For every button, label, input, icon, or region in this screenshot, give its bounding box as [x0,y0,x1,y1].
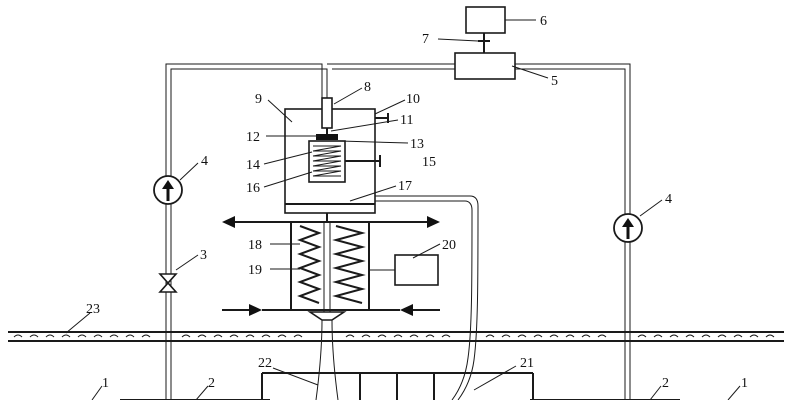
arrow-in-right [400,304,440,316]
arrow-out-right [400,216,440,228]
spring-16 [312,145,342,177]
unit-5 [454,52,516,80]
ground-band-23 [8,331,784,342]
label-13: 13 [410,137,424,152]
label-2-right: 2 [662,376,669,391]
pump-left-icon [153,175,183,205]
label-15: 15 [422,155,436,170]
label-17: 17 [398,179,412,194]
unit-6 [465,6,506,34]
label-4-left: 4 [201,154,208,169]
label-6: 6 [540,14,547,29]
label-8: 8 [364,80,371,95]
lower-box [261,372,534,400]
arrow-out-left [222,216,262,228]
spring-19-right [332,225,366,304]
label-7: 7 [422,32,429,47]
label-18: 18 [248,238,262,253]
pump-right-icon [613,213,643,243]
label-9: 9 [255,92,262,107]
label-4-right: 4 [665,192,672,207]
unit-20 [394,254,439,286]
label-1-right: 1 [741,376,748,391]
nozzle [307,311,347,321]
label-19: 19 [248,263,262,278]
label-1-left: 1 [102,376,109,391]
pipe-right-loop [327,63,631,400]
spring-18-left [297,225,322,304]
valve-3-icon [158,273,178,293]
label-10: 10 [406,92,420,107]
label-23: 23 [86,302,100,317]
label-20: 20 [442,238,456,253]
label-5: 5 [551,74,558,89]
pipe-left-loop [165,63,328,400]
label-14: 14 [246,158,260,173]
rod-8 [321,97,333,129]
nozzle-jet [315,319,323,400]
label-12: 12 [246,130,260,145]
plate-13 [316,134,338,140]
label-21: 21 [520,356,534,371]
label-11: 11 [400,113,413,128]
label-16: 16 [246,181,260,196]
label-22: 22 [258,356,272,371]
arrow-in-left [222,304,262,316]
label-2-left: 2 [208,376,215,391]
leader-lines [65,19,741,400]
pipe-21 [375,195,479,400]
label-3: 3 [200,248,207,263]
